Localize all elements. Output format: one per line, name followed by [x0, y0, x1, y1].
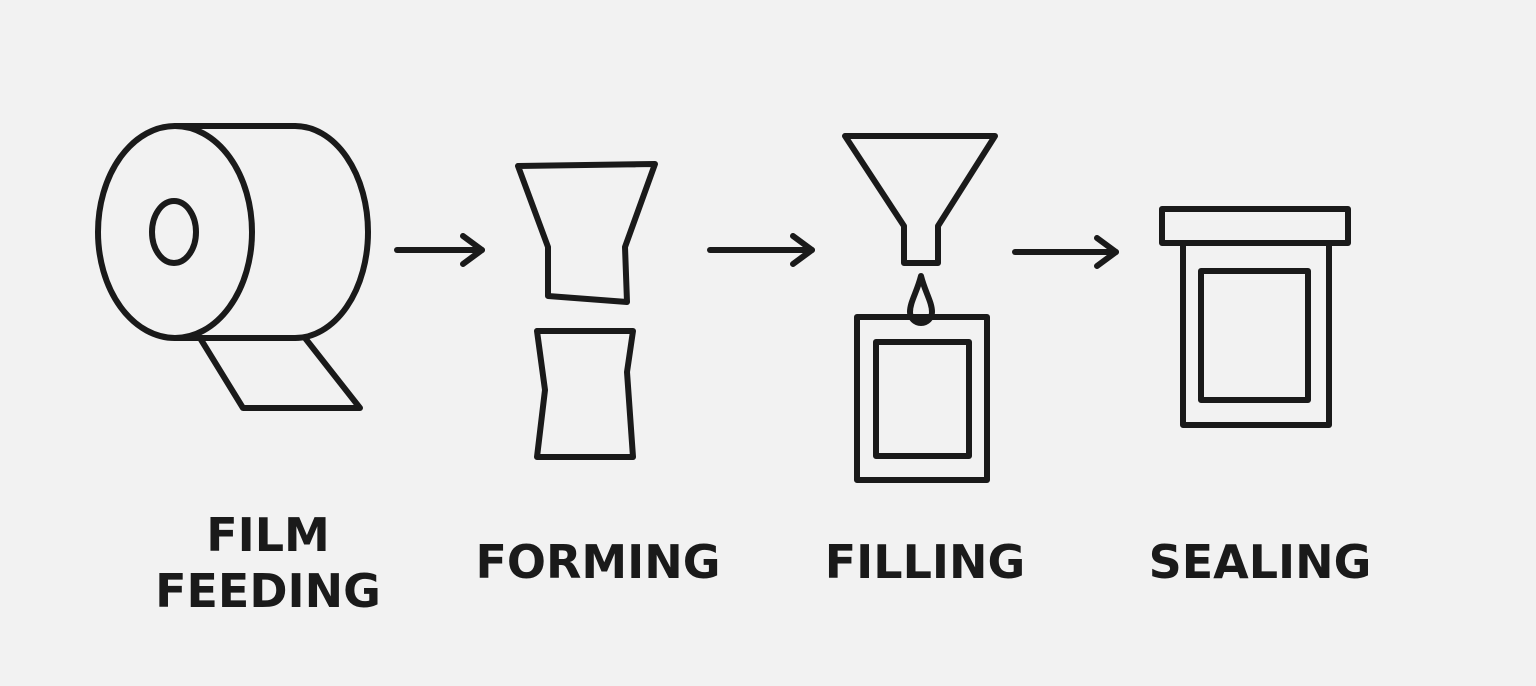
step-label-line: SEALING — [1148, 535, 1372, 589]
step-label-line: FILM — [206, 508, 330, 562]
film-roll-icon — [95, 123, 371, 411]
step-label-line: FILLING — [824, 535, 1026, 589]
funnel-filling-icon — [842, 133, 998, 483]
step-label-forming: FORMING — [468, 534, 728, 590]
bag-forming-icon — [515, 161, 658, 460]
step-label-filling: FILLING — [810, 534, 1040, 590]
arrow-2-icon — [707, 233, 815, 267]
step-label-line: FORMING — [475, 535, 721, 589]
step-label-sealing: SEALING — [1140, 534, 1380, 590]
sealed-package-icon — [1159, 206, 1351, 428]
arrow-1-icon — [394, 233, 485, 267]
arrow-3-icon — [1012, 235, 1119, 269]
step-label-film-feeding: FILM FEEDING — [148, 507, 388, 619]
step-label-line: FEEDING — [155, 564, 381, 618]
